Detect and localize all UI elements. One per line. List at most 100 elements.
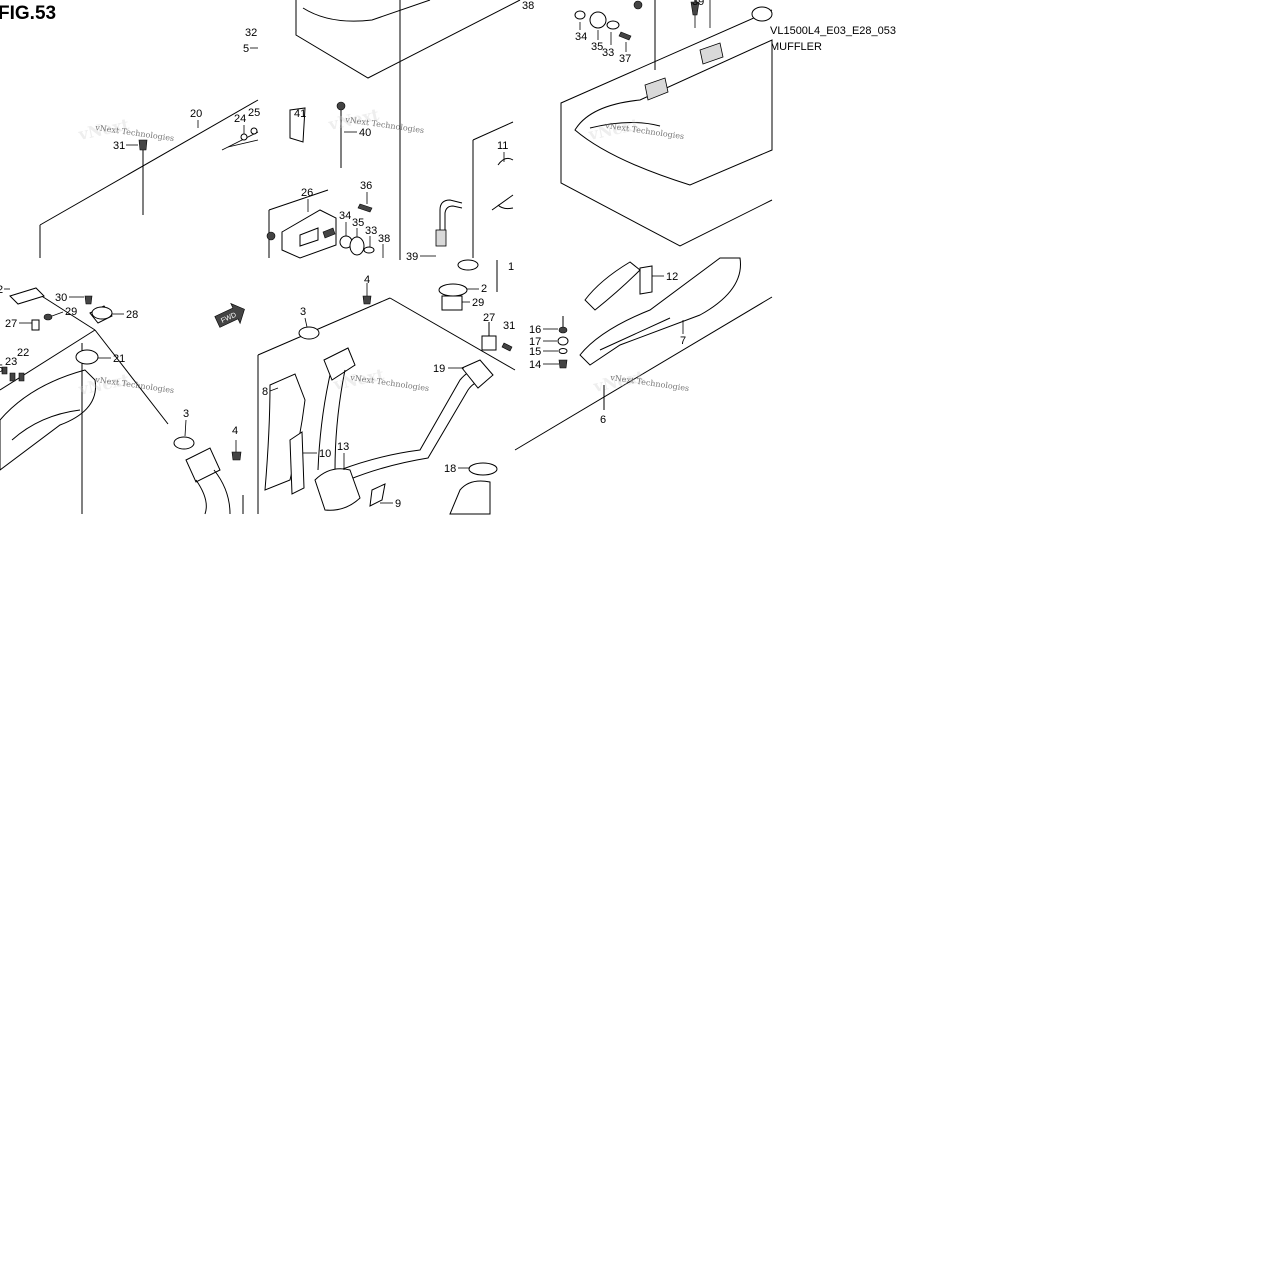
callout-14: 14 (529, 359, 541, 371)
callout-31-center: 31 (503, 320, 515, 332)
callout-29-left: 29 (65, 306, 77, 318)
bracket-27 (481, 335, 497, 351)
callout-12: 12 (666, 271, 678, 283)
gasket-21 (75, 349, 99, 365)
callout-39b: 39 (406, 251, 418, 263)
muffler-mount-bracket-rear (699, 42, 724, 65)
flange-upper (323, 347, 356, 381)
bolt-31 (138, 139, 148, 151)
callout-39: 39 (692, 0, 704, 8)
callout-15: 15 (529, 346, 541, 358)
callout-5-left: 5 (0, 363, 3, 375)
heat-shield-12 (639, 265, 653, 295)
heat-shield-8 (264, 373, 306, 491)
callout-labels: 32 5 38 39 34 35 33 37 20 24 25 31 41 40… (0, 0, 704, 510)
label-41 (289, 107, 306, 143)
callout-11: 11 (497, 140, 508, 152)
callout-38: 38 (522, 0, 534, 12)
callout-18: 18 (444, 463, 456, 475)
callout-3: 3 (300, 306, 306, 318)
callout-13: 13 (337, 441, 349, 453)
callout-34b: 34 (339, 210, 351, 222)
callout-37: 37 (619, 53, 631, 65)
callout-33: 33 (602, 47, 614, 59)
callout-26: 26 (301, 187, 313, 199)
clamp-ring (751, 6, 773, 22)
fwd-arrow-group: FWD (214, 302, 245, 328)
callout-29: 29 (472, 297, 484, 309)
left-top-panel (39, 99, 259, 258)
callout-8: 8 (262, 386, 268, 398)
sensor-panel (435, 121, 514, 311)
callout-17: 17 (529, 336, 541, 348)
figure-title: FIG.53 (0, 3, 56, 24)
callout-16: 16 (529, 324, 541, 336)
o2-sensor (435, 229, 447, 247)
section-name: MUFFLER (770, 41, 822, 53)
gasket-3-lower (173, 436, 195, 450)
callout-22: 22 (17, 347, 29, 359)
callout-20: 20 (190, 108, 202, 120)
callout-33b: 33 (365, 225, 377, 237)
callout-34: 34 (575, 31, 587, 43)
lower-pipe-panel (173, 436, 244, 515)
callout-7: 7 (680, 335, 686, 347)
watermark-1: vNext Technologies (94, 123, 175, 143)
callout-38b: 38 (378, 233, 390, 245)
exhaust-pipe-panel (257, 283, 516, 515)
nut (633, 0, 643, 10)
muffler-body-left (0, 369, 97, 471)
heat-shield-panel (514, 257, 773, 451)
pipe-end-18 (449, 480, 491, 515)
clamp-28 (91, 306, 113, 320)
diagram-code: VL1500L4_E03_E28_053 (770, 25, 896, 37)
fwd-arrow-icon (214, 302, 245, 328)
front-muffler-panel (295, 0, 521, 260)
callout-5: 5 (243, 43, 249, 55)
callout-24: 24 (234, 113, 246, 125)
callout-6: 6 (600, 414, 606, 426)
callout-31: 31 (113, 140, 125, 152)
watermark-5: vNext Technologies (349, 373, 430, 393)
callout-9: 9 (395, 498, 401, 510)
rear-muffler-panel (560, 0, 773, 247)
gasket-2 (438, 283, 468, 297)
callout-32: 32 (245, 27, 257, 39)
callout-28: 28 (126, 309, 138, 321)
left-muffler-panel (0, 287, 169, 514)
callout-35b: 35 (352, 217, 364, 229)
callout-35: 35 (591, 41, 603, 53)
gasket-29 (441, 295, 463, 311)
muffler-mount-bracket (644, 77, 669, 101)
callout-2-left: 2 (0, 284, 3, 296)
callout-23: 23 (5, 356, 17, 368)
callout-27-center: 27 (483, 312, 495, 324)
callout-27: 27 (5, 318, 17, 330)
top-hardware-stack (574, 0, 643, 52)
callout-36: 36 (360, 180, 372, 192)
callout-4: 4 (364, 274, 370, 286)
flange-lower (185, 447, 221, 483)
callout-30: 30 (55, 292, 67, 304)
callout-2: 2 (481, 283, 487, 295)
bolt-37 (618, 31, 632, 41)
callout-1: 1 (508, 261, 514, 273)
heat-shield-10 (289, 431, 305, 495)
pipe-joint-13 (314, 468, 361, 511)
pipe-clamp-19 (461, 359, 494, 389)
callout-41: 41 (294, 108, 306, 120)
callout-4b: 4 (232, 425, 238, 437)
callout-25: 25 (248, 107, 260, 119)
heat-shield-7 (579, 257, 741, 366)
center-bracket-panel (266, 101, 384, 259)
clamp-18 (468, 462, 498, 476)
gasket-3-upper (298, 326, 320, 340)
callout-40: 40 (359, 127, 371, 139)
callout-19: 19 (433, 363, 445, 375)
bracket-26 (281, 209, 337, 259)
bolt-39 (690, 1, 700, 16)
callout-21: 21 (113, 353, 125, 365)
callout-10: 10 (319, 448, 331, 460)
